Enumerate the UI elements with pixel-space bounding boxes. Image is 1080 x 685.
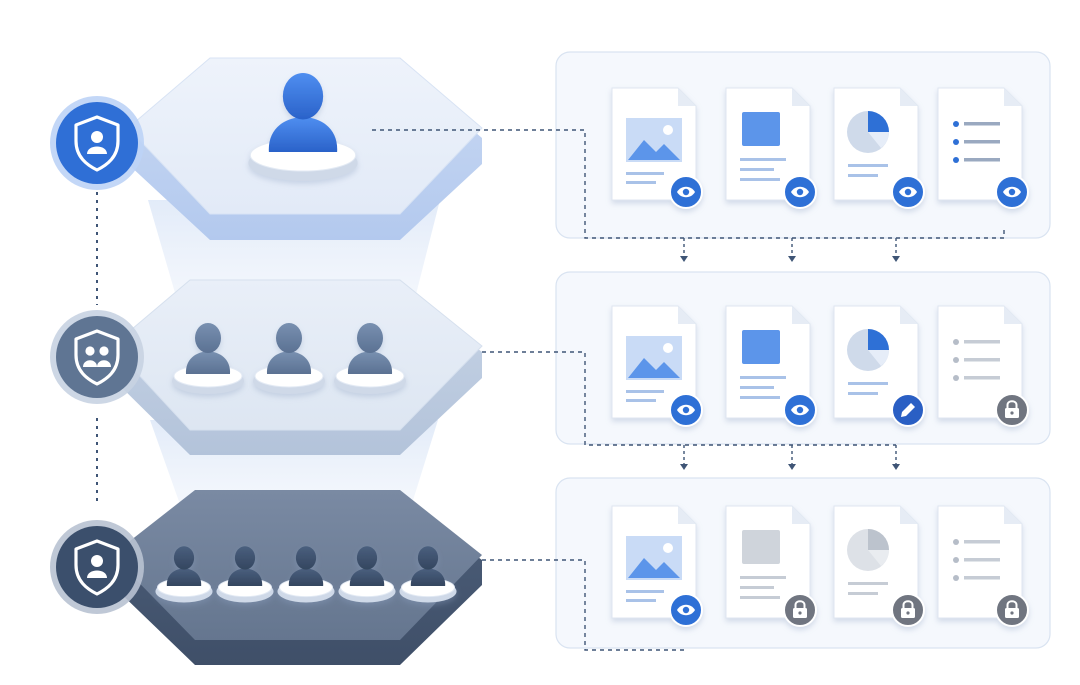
list-document[interactable] [937,87,1029,209]
lock-icon[interactable] [891,593,925,627]
lock-icon[interactable] [995,393,1029,427]
user-figure [216,546,274,603]
single-user-icon [248,72,358,181]
user-figures [155,72,457,603]
image-icon [626,118,682,184]
image-document[interactable] [611,505,703,627]
eye-icon[interactable] [783,393,817,427]
arrow-down-icon [788,256,796,262]
pencil-icon[interactable] [891,393,925,427]
image-icon [626,536,682,602]
pie-chart-document[interactable] [833,87,925,209]
access-connector-middle [482,351,896,446]
square-document[interactable] [725,87,817,209]
role-badge-middle[interactable] [50,310,144,404]
shield-single-user-icon [74,539,120,596]
eye-icon[interactable] [995,175,1029,209]
access-connector-bottom [482,559,684,651]
shield-group-icon [74,329,120,386]
user-group-icon [172,323,406,394]
image-icon [626,336,682,402]
pie-chart-document[interactable] [833,505,925,627]
list-document[interactable] [937,305,1029,427]
arrow-down-icon [892,464,900,470]
role-badge-top[interactable] [50,96,144,190]
user-group-icon [155,546,457,603]
image-document[interactable] [611,87,703,209]
lock-icon[interactable] [995,593,1029,627]
user-figure [334,323,406,394]
square-block-icon [740,530,786,599]
list-icon [953,339,1000,381]
square-block-icon [740,112,786,181]
arrow-down-icon [788,464,796,470]
list-icon [953,121,1000,163]
pie-chart-icon [847,111,889,177]
user-figure [253,323,325,394]
image-document[interactable] [611,305,703,427]
eye-icon[interactable] [891,175,925,209]
user-figure [172,323,244,394]
pie-chart-icon [847,529,889,595]
pie-chart-document[interactable] [833,305,925,427]
arrow-down-icon [680,464,688,470]
eye-icon[interactable] [669,593,703,627]
user-figure [248,72,358,181]
user-figure [338,546,396,603]
user-figure [155,546,213,603]
access-connector-top [372,129,1005,239]
role-badge-bottom[interactable] [50,520,144,614]
eye-icon[interactable] [669,393,703,427]
eye-icon[interactable] [783,175,817,209]
arrow-down-icon [892,256,900,262]
eye-icon[interactable] [669,175,703,209]
list-document[interactable] [937,505,1029,627]
arrow-down-icon [680,256,688,262]
shield-single-user-icon [74,115,120,172]
documents [611,87,1029,627]
list-icon [953,539,1000,581]
square-document[interactable] [725,305,817,427]
role-badges [50,96,144,614]
pie-chart-icon [847,329,889,395]
square-block-icon [740,330,786,399]
user-figure [277,546,335,603]
access-connectors [372,129,1005,651]
user-figure [399,546,457,603]
square-document[interactable] [725,505,817,627]
lock-icon[interactable] [783,593,817,627]
